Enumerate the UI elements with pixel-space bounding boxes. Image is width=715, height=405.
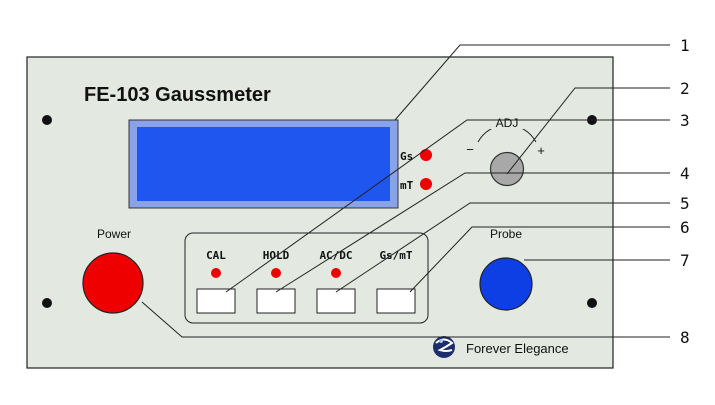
probe-label: Probe <box>490 227 522 241</box>
callout-8: 8 <box>680 328 690 347</box>
callout-7: 7 <box>680 251 690 270</box>
adj-label-bg <box>490 113 524 129</box>
callout-1: 1 <box>680 36 690 55</box>
unit-label-mt: mT <box>400 179 414 192</box>
probe-connector[interactable] <box>479 257 533 311</box>
leader-line-6 <box>409 226 670 293</box>
unit-led-gs <box>420 149 432 161</box>
front-panel <box>26 56 614 369</box>
power-label: Power <box>97 227 131 241</box>
unit-label-gs: Gs <box>400 150 413 163</box>
button-label-hold: HOLD <box>263 249 290 262</box>
unit-led-mt <box>420 178 432 190</box>
leader-line-3 <box>225 119 670 293</box>
leader-line-2 <box>506 87 670 175</box>
leader-line-5 <box>335 202 670 293</box>
adj-label: ADJ <box>496 116 519 130</box>
mounting-hole-bottom-right <box>587 298 597 308</box>
callout-6: 6 <box>680 218 690 237</box>
callout-4: 4 <box>680 164 690 183</box>
button-group-frame <box>184 232 429 324</box>
mounting-hole-top-left <box>42 115 52 125</box>
device-title: FE-103 Gaussmeter <box>84 84 271 106</box>
mounting-hole-bottom-left <box>42 298 52 308</box>
adj-plus: + <box>537 143 545 158</box>
gsmt-button[interactable] <box>376 288 416 314</box>
lcd-display <box>137 127 390 201</box>
callout-3: 3 <box>680 111 690 130</box>
adj-minus: − <box>466 142 474 157</box>
brand-logo <box>433 336 455 358</box>
cal-button[interactable] <box>196 288 236 314</box>
hold-button[interactable] <box>256 288 296 314</box>
brand-name: Forever Elegance <box>466 341 569 356</box>
leader-line-4 <box>275 172 670 293</box>
power-button[interactable] <box>82 252 144 314</box>
button-label-cal: CAL <box>206 249 226 262</box>
button-label-acdc: AC/DC <box>319 249 352 262</box>
led-acdc <box>331 268 341 278</box>
button-label-gsmt: Gs/mT <box>379 249 412 262</box>
led-cal <box>211 268 221 278</box>
callout-2: 2 <box>680 79 690 98</box>
leader-line-1 <box>394 44 670 121</box>
callout-5: 5 <box>680 194 690 213</box>
led-hold <box>271 268 281 278</box>
adj-knob[interactable] <box>489 151 525 187</box>
acdc-button[interactable] <box>316 288 356 314</box>
leader-line-8 <box>141 301 670 338</box>
leader-lines <box>141 44 670 338</box>
